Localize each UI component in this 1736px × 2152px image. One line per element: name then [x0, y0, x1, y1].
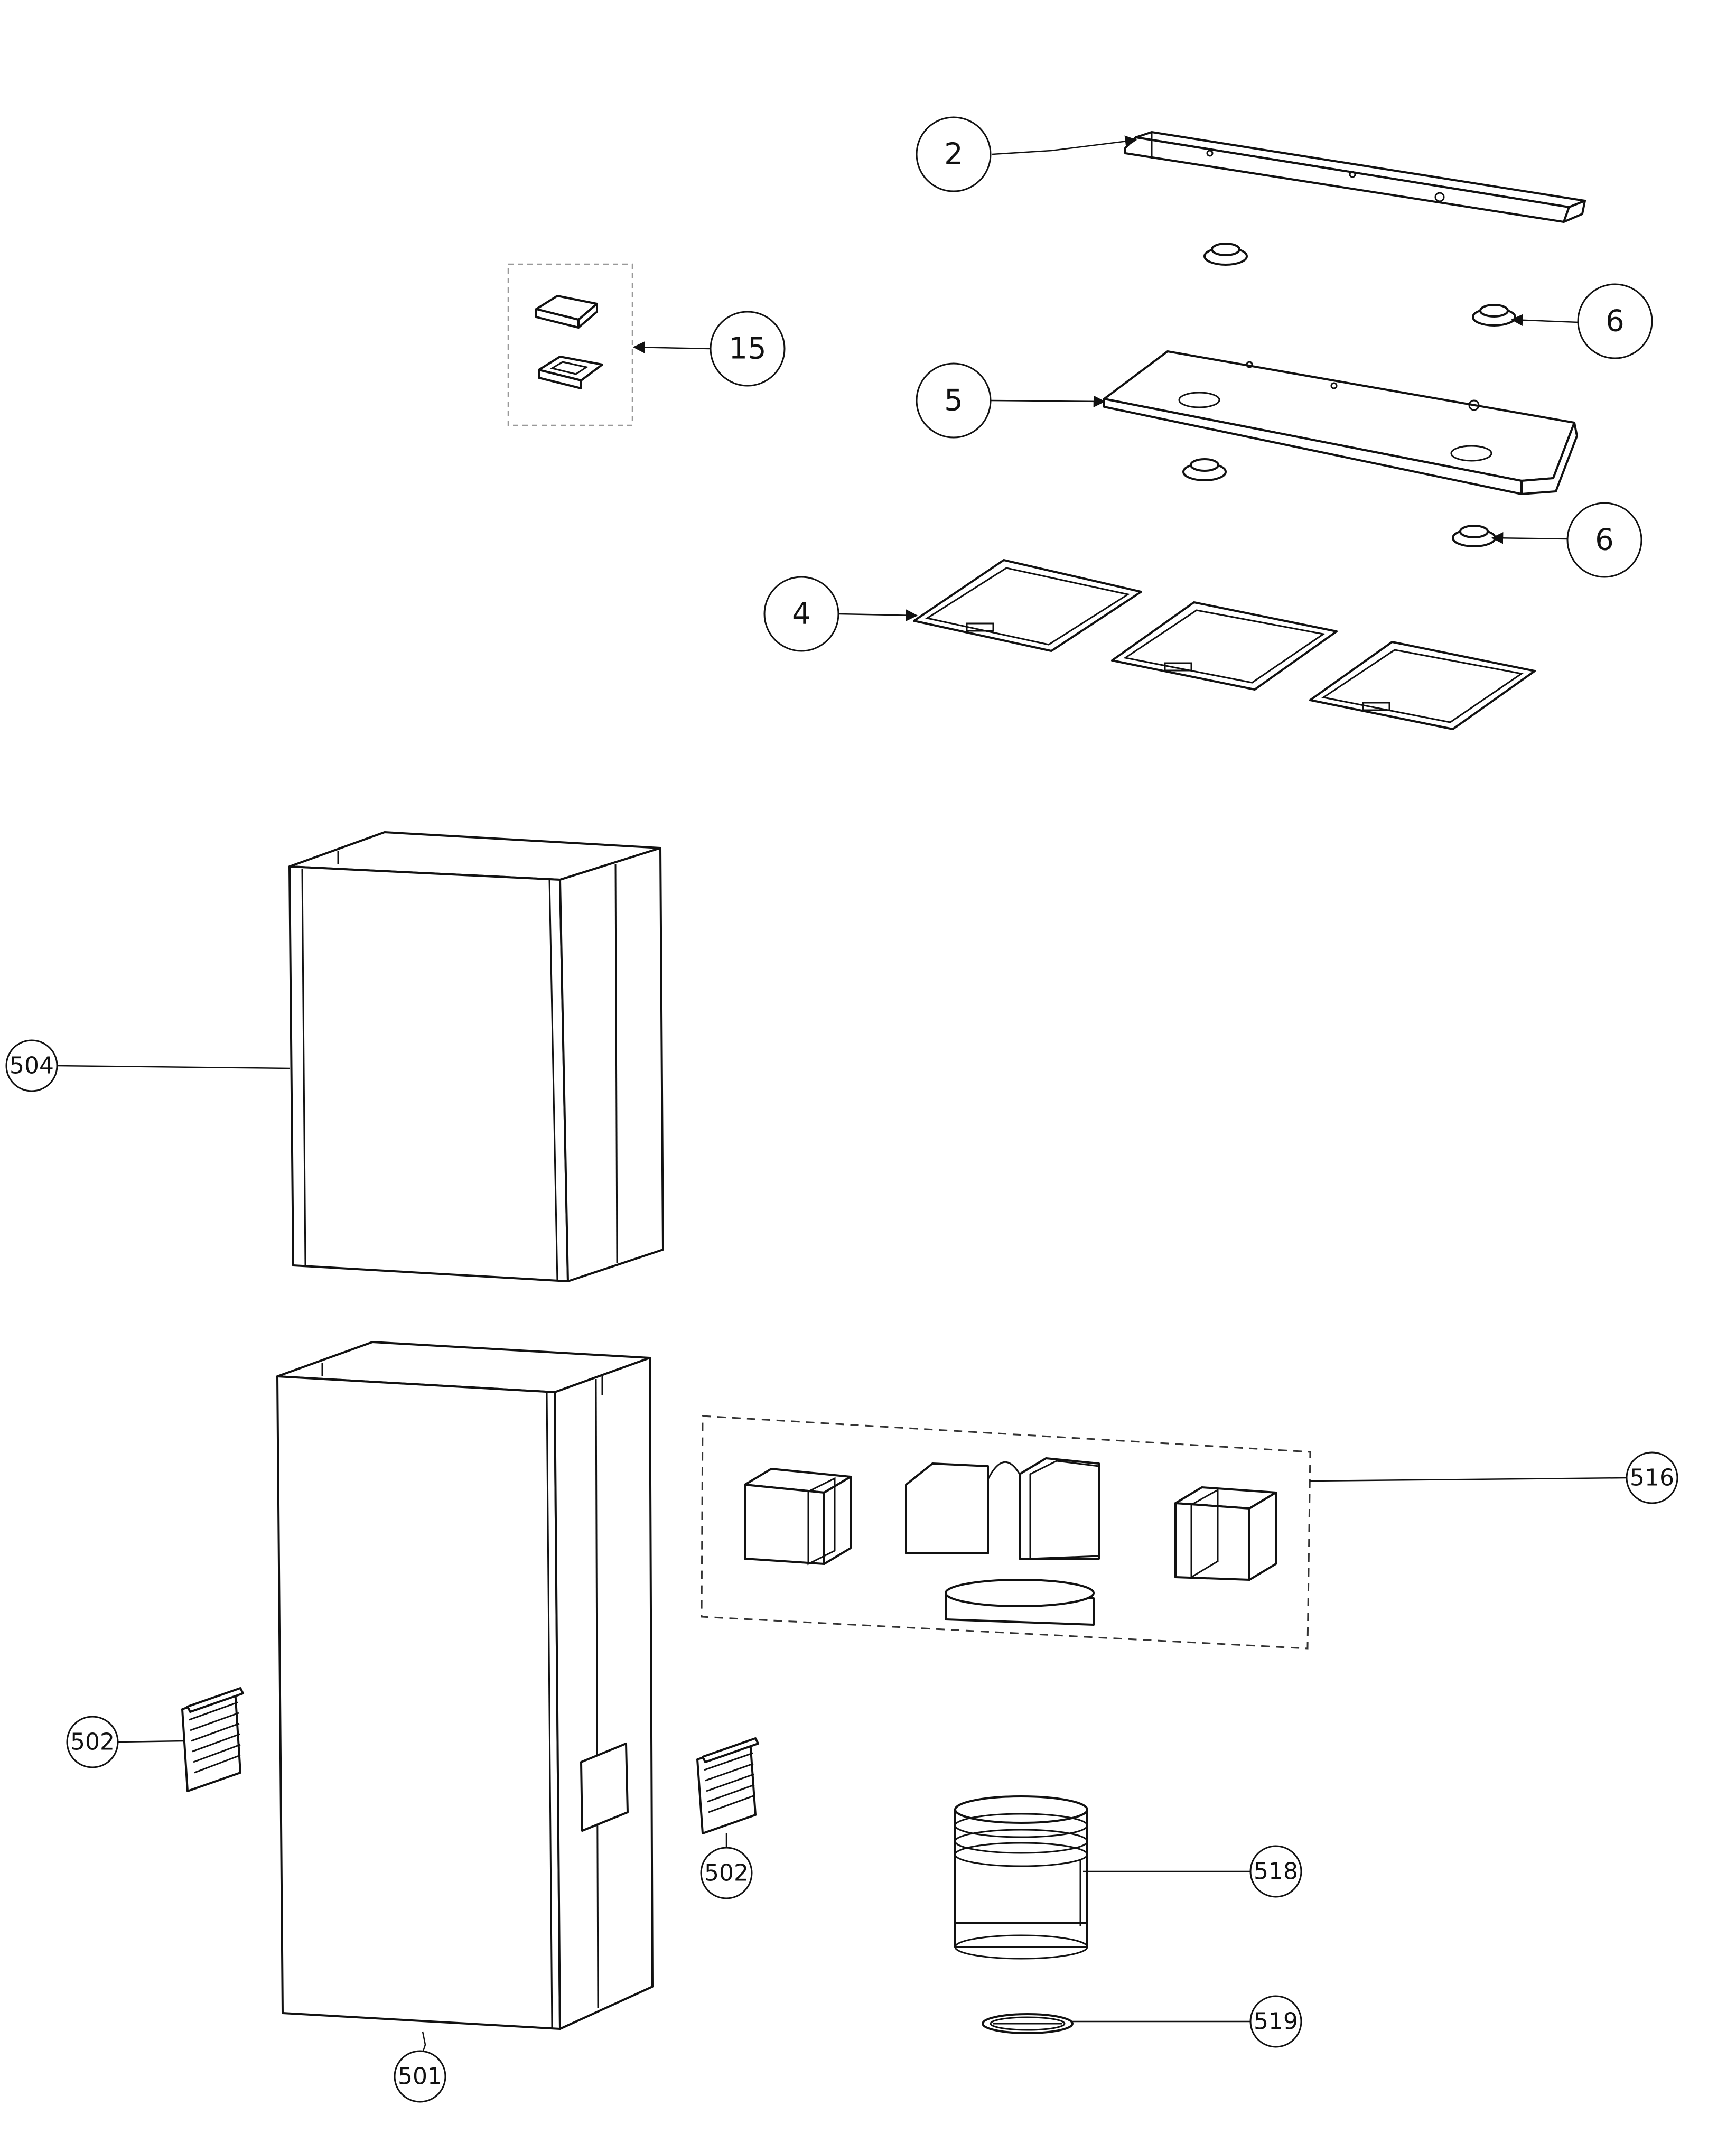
callout-519: 519 [1249, 1995, 1302, 2048]
part-4-filter-2 [1111, 601, 1338, 691]
callout-5: 5 [916, 362, 992, 439]
callout-518-label: 518 [1254, 1858, 1298, 1885]
leader-lines [57, 135, 1628, 2053]
part-15-clips [507, 263, 633, 426]
callout-6-upper-label: 6 [1606, 304, 1625, 339]
callout-516: 516 [1626, 1451, 1678, 1504]
callout-2: 2 [916, 116, 992, 192]
callout-4-label: 4 [792, 597, 811, 631]
part-501-lower-chimney [276, 1341, 654, 2030]
callout-502-right-label: 502 [704, 1860, 749, 1887]
part-518-round-adapter [954, 1795, 1088, 1960]
callout-15-label: 15 [729, 332, 766, 366]
part-6-ring-upper-left [1203, 243, 1248, 266]
callout-504: 504 [5, 1039, 58, 1092]
part-4-filter-1 [913, 559, 1142, 652]
part-502-grille-right [696, 1737, 759, 1834]
callout-2-label: 2 [944, 137, 963, 172]
part-502-grille-left [181, 1687, 244, 1792]
callout-502-right: 502 [700, 1847, 753, 1899]
part-5-bracket-plate [1103, 350, 1578, 495]
callout-6-lower-label: 6 [1595, 523, 1614, 557]
callout-501-label: 501 [398, 2063, 442, 2090]
callout-519-label: 519 [1254, 2008, 1298, 2035]
callout-6-lower: 6 [1566, 502, 1642, 578]
callout-5-label: 5 [944, 384, 963, 418]
callout-502-left-label: 502 [70, 1729, 115, 1756]
part-519-retaining-ring [982, 2013, 1074, 2034]
part-4-filter-3 [1309, 641, 1536, 730]
callout-6-upper: 6 [1577, 283, 1653, 359]
callout-502-left: 502 [66, 1716, 119, 1768]
callout-15: 15 [710, 311, 786, 387]
callout-4: 4 [763, 576, 839, 652]
part-6-ring-lower-left [1182, 458, 1227, 481]
callout-518: 518 [1249, 1845, 1302, 1898]
part-516-duct-kit [701, 1415, 1311, 1650]
part-504-upper-chimney [288, 831, 664, 1282]
part-2-rail-bracket [1124, 131, 1586, 223]
part-6-ring-lower-right [1452, 525, 1496, 547]
callout-501: 501 [394, 2050, 446, 2103]
callout-504-label: 504 [10, 1052, 54, 1079]
callout-516-label: 516 [1630, 1465, 1674, 1492]
part-6-ring-upper-right [1472, 304, 1516, 327]
